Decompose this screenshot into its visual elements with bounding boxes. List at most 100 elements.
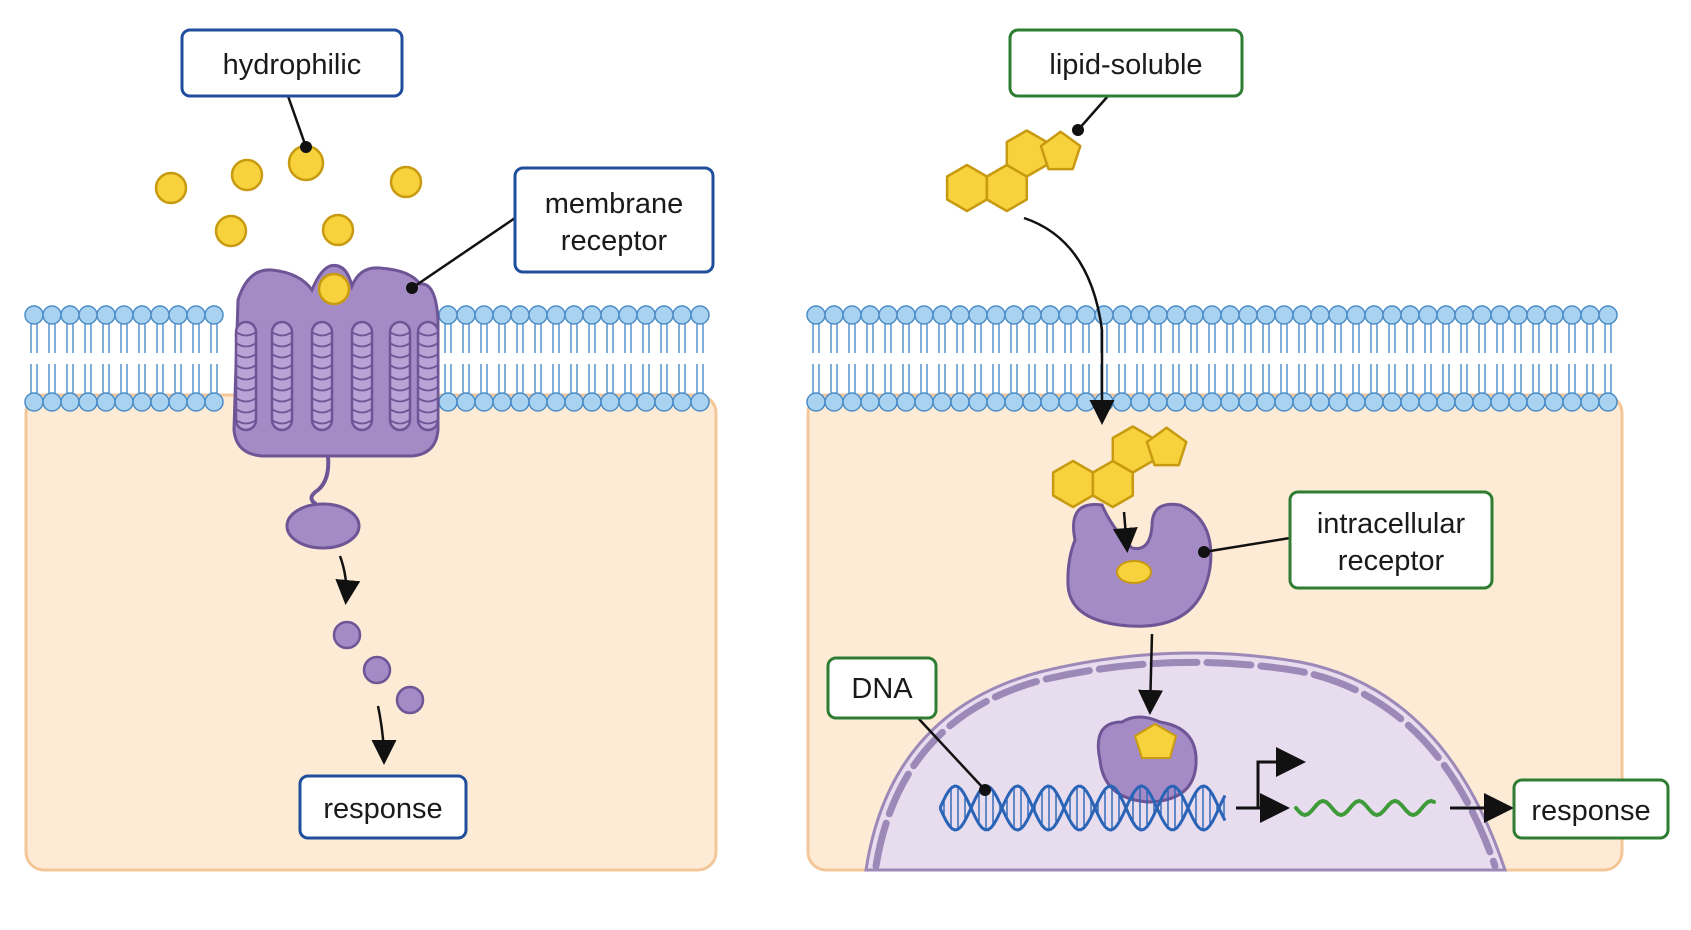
helix-segment	[234, 320, 258, 432]
lipid-tail	[444, 324, 452, 353]
lipid-soluble-leader	[1077, 95, 1109, 131]
lipid-head	[564, 392, 584, 412]
lipid-tail	[1226, 324, 1234, 353]
helix-coil	[235, 408, 257, 414]
lipid-tail	[552, 324, 560, 353]
lipid-head	[60, 392, 80, 412]
lipid-tail	[1010, 324, 1018, 353]
membrane-receptor-label-line1: membrane	[545, 188, 684, 220]
lipid-tail	[498, 364, 506, 393]
arrow-receptor-to-dna	[1138, 633, 1164, 715]
lipid-head	[1544, 305, 1564, 325]
lipid-head	[1202, 392, 1222, 412]
lipid-head	[150, 392, 170, 412]
second-messenger	[362, 655, 392, 685]
helix-coil	[417, 364, 439, 370]
lipid-tail	[1064, 364, 1072, 393]
lipid-head	[690, 392, 710, 412]
lipid-head	[1454, 392, 1474, 412]
receptor-bound-ligand	[1116, 560, 1152, 584]
lipid-tail	[138, 324, 146, 353]
lipid-tail	[938, 324, 946, 353]
lipid-head	[1058, 305, 1078, 325]
lipid-tail	[1460, 364, 1468, 393]
lipid-tail	[902, 364, 910, 393]
lipid-head	[1544, 392, 1564, 412]
helix-coil	[351, 353, 373, 359]
lipid-tail	[1136, 364, 1144, 393]
lipid-head	[950, 392, 970, 412]
lipid-head	[546, 305, 566, 325]
lipid-soluble-label-box: lipid-soluble	[1008, 28, 1244, 98]
lipid-head	[932, 392, 952, 412]
lipid-tail	[642, 324, 650, 353]
arrow-steroid-entry	[1023, 216, 1115, 425]
lipid-head	[1058, 392, 1078, 412]
lipid-head	[1256, 305, 1276, 325]
lipid-head	[672, 392, 692, 412]
lipid-tail	[1298, 364, 1306, 393]
lipid-head	[950, 305, 970, 325]
lipid-tail	[1172, 324, 1180, 353]
lipid-tail	[848, 364, 856, 393]
lipid-tail	[1244, 324, 1252, 353]
lipid-head	[456, 392, 476, 412]
bound-hormone	[317, 272, 351, 306]
lipid-tail	[444, 364, 452, 393]
lipid-head	[1346, 305, 1366, 325]
lipid-head	[564, 305, 584, 325]
steroid-ring	[1051, 459, 1095, 509]
lipid-head	[1184, 392, 1204, 412]
lipid-head	[78, 305, 98, 325]
lipid-tail	[1442, 364, 1450, 393]
lipid-head	[168, 305, 188, 325]
lipid-head	[1022, 305, 1042, 325]
lipid-head	[1220, 392, 1240, 412]
helix-coil	[235, 397, 257, 403]
lipid-tail	[1298, 324, 1306, 353]
hydrophilic-hormone	[389, 165, 423, 199]
lipid-head	[806, 305, 826, 325]
lipid-tail	[1568, 324, 1576, 353]
lipid-tail	[516, 324, 524, 353]
arrow-steroid-to-receptor	[1112, 511, 1138, 553]
lipid-tail	[102, 324, 110, 353]
lipid-head	[1112, 305, 1132, 325]
lipid-head	[1184, 305, 1204, 325]
lipid-tail	[1550, 324, 1558, 353]
lipid-head	[1382, 305, 1402, 325]
lipid-tail	[606, 364, 614, 393]
lipid-tail	[1496, 364, 1504, 393]
intracellular-receptor-label-box: intracellular receptor	[1288, 490, 1494, 590]
lipid-head	[1166, 392, 1186, 412]
helix-coil	[389, 331, 411, 337]
lipid-tail	[920, 364, 928, 393]
hydrophilic-leader-dot	[300, 141, 312, 153]
lipid-soluble-leader-dot	[1072, 124, 1084, 136]
lipid-tail	[848, 324, 856, 353]
lipid-head	[824, 392, 844, 412]
lipid-head	[546, 392, 566, 412]
lipid-head	[1292, 392, 1312, 412]
lipid-tail	[174, 364, 182, 393]
left-membrane	[24, 305, 710, 412]
lipid-tail	[1532, 324, 1540, 353]
lipid-tail	[830, 364, 838, 393]
lipid-tail	[120, 324, 128, 353]
lipid-head	[1040, 392, 1060, 412]
lipid-tail	[1118, 364, 1126, 393]
helix-coil	[417, 397, 439, 403]
lipid-tail	[812, 324, 820, 353]
lipid-tail	[1046, 324, 1054, 353]
lipid-tail	[1082, 364, 1090, 393]
helix-coil	[271, 386, 293, 392]
lipid-head	[986, 392, 1006, 412]
lipid-head	[114, 305, 134, 325]
lipid-tail	[1424, 364, 1432, 393]
lipid-head	[96, 305, 116, 325]
lipid-tail	[660, 324, 668, 353]
lipid-head	[654, 305, 674, 325]
lipid-tail	[1334, 364, 1342, 393]
lipid-tail	[866, 324, 874, 353]
steroid-ring	[1005, 129, 1048, 178]
